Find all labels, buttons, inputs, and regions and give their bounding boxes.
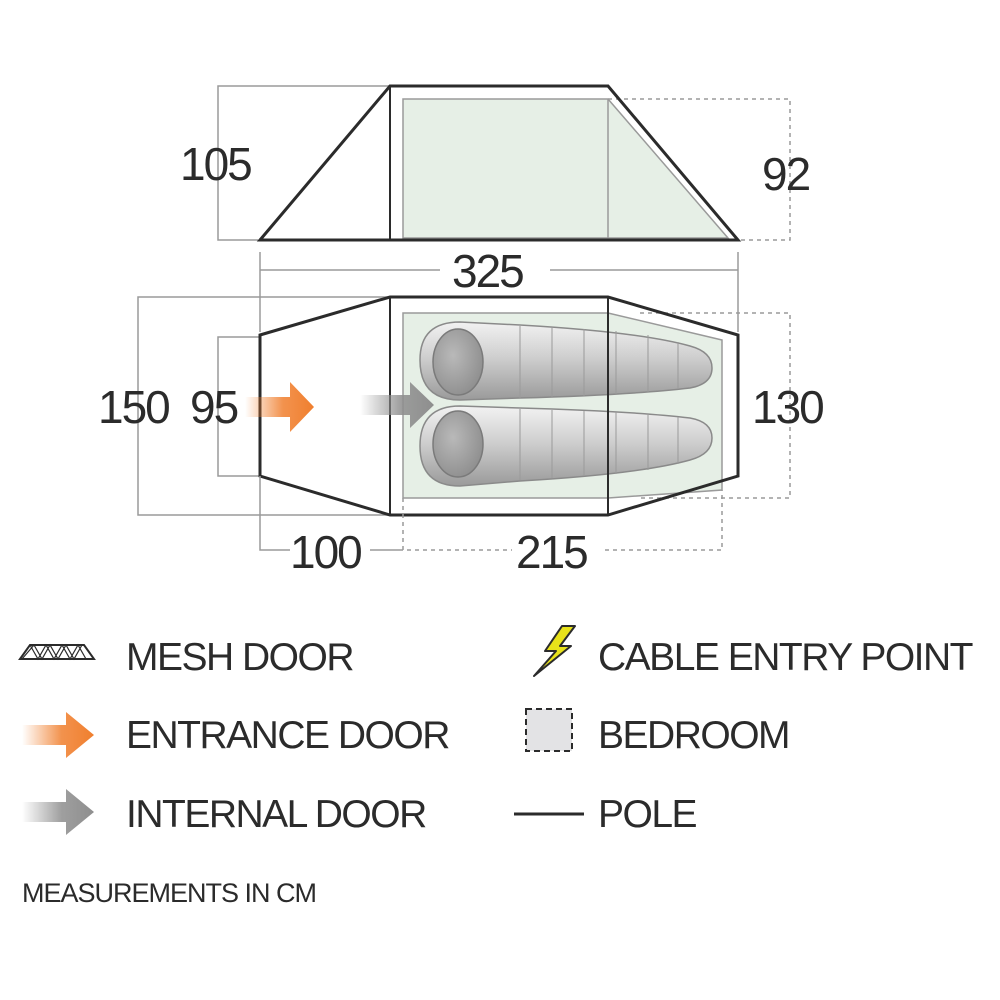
flysheet-side-outline (256, 84, 742, 242)
legend-label-bedroom: BEDROOM (598, 714, 789, 757)
inner-tent-side (402, 98, 730, 239)
legend-label-mesh-door: MESH DOOR (126, 636, 353, 679)
dim-length-total: 325 (452, 245, 523, 297)
entrance-arrow-icon (245, 382, 314, 432)
legend-item-pole: POLE (514, 793, 698, 836)
dim-guide-rear-height (217, 85, 390, 241)
dim-length-porch: 100 (290, 526, 361, 578)
dim-guide-porch-length (259, 476, 290, 551)
orange-arrow-icon (22, 712, 94, 758)
length-dimension: 325 (259, 245, 739, 332)
dim-height-rear: 105 (180, 138, 251, 190)
legend-item-entrance-door: ENTRANCE DOOR (22, 712, 451, 758)
dim-width-outer: 150 (98, 381, 169, 433)
dim-guide-porch-width (217, 336, 260, 477)
dim-length-bedroom: 215 (516, 526, 587, 578)
plan-view: 150 95 130 100 215 (98, 295, 825, 578)
dim-guide-bedroom-length (402, 498, 512, 551)
sleeping-bag-bottom (419, 405, 713, 487)
internal-arrow-icon (360, 382, 434, 428)
dim-label-bg (440, 248, 550, 294)
dim-guide-front-height (608, 98, 791, 241)
dashed-square-icon (525, 708, 573, 752)
lightning-bolt-icon (533, 625, 576, 677)
legend-label-cable-entry: CABLE ENTRY POINT (598, 636, 973, 679)
sleeping-bag-top (419, 321, 713, 401)
mesh-door-icon (18, 643, 96, 661)
legend-item-mesh-door: MESH DOOR (18, 636, 355, 679)
dim-guide-outer-width (137, 296, 390, 516)
legend-label-entrance-door: ENTRANCE DOOR (126, 714, 449, 757)
dim-width-inner: 130 (752, 381, 823, 433)
legend-item-internal-door: INTERNAL DOOR (22, 789, 428, 836)
legend: MESH DOOR ENTRANCE DOOR INTERNAL DOOR CA… (18, 625, 974, 836)
legend-label-internal-door: INTERNAL DOOR (126, 793, 426, 836)
measurements-note: MEASUREMENTS IN CM (22, 878, 316, 908)
legend-item-bedroom: BEDROOM (525, 708, 791, 757)
side-elevation: 105 92 (180, 84, 812, 242)
dim-guide-inner-width (640, 312, 791, 499)
legend-item-cable-entry: CABLE ENTRY POINT (533, 625, 974, 679)
grey-arrow-icon (22, 789, 94, 835)
flysheet-plan-outline (258, 295, 740, 517)
dim-height-front: 92 (762, 148, 810, 200)
dim-width-porch: 95 (190, 381, 238, 433)
legend-label-pole: POLE (598, 793, 697, 836)
